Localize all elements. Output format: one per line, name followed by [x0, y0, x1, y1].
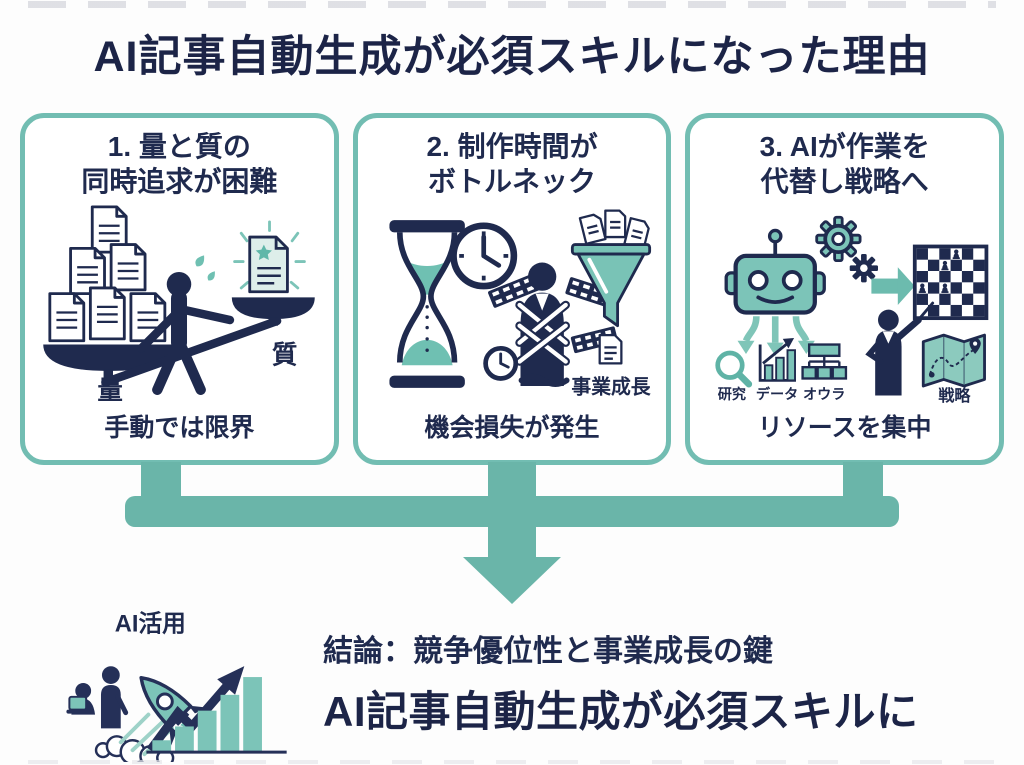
worker-at-laptop-icon: [66, 682, 96, 715]
ai-utilization-label: AI活用: [115, 611, 186, 638]
data-label: データ: [756, 386, 798, 402]
scale-right-pan-icon: [232, 297, 316, 326]
standing-person-icon: [100, 666, 129, 729]
growth-arrow-icon: [146, 666, 245, 753]
panel-2-title-line2: ボトルネック: [428, 165, 597, 197]
robot-icon: [724, 228, 826, 315]
research-label: 研究: [717, 386, 745, 402]
growth-bars-icon: [152, 677, 262, 753]
panel-2-caption: 機会損失が発生: [424, 414, 600, 442]
documents-stack-icon: [48, 205, 167, 342]
panel-2-illustration: 事業成長: [362, 199, 662, 408]
ai-strategy-illustration: 研究 データ オウラ 戦略: [715, 215, 988, 403]
panel-2-title-line1: 2. 制作時間が: [426, 131, 598, 162]
bottom-crop-marks: [28, 760, 996, 764]
gear-icon: [814, 215, 878, 283]
quality-document-icon: [233, 220, 307, 293]
org-chart-icon: [801, 343, 847, 380]
tied-person-icon: [515, 262, 570, 387]
pawn-icons: [918, 249, 960, 293]
conclusion-line2: AI記事自動生成が必須スキルに: [323, 687, 919, 735]
rocket-growth-illustration: AI活用: [66, 611, 287, 762]
balance-scale-illustration: 量 質: [43, 205, 316, 403]
panel-3-title-line2: 代替し戦略へ: [760, 165, 929, 197]
panel-3-title-line1: 3. AIが作業を: [759, 131, 930, 162]
bottleneck-illustration: 事業成長: [389, 209, 652, 398]
panel-2-title: 2. 制作時間が ボトルネック: [426, 130, 597, 199]
page-title: AI記事自動生成が必須スキルになった理由: [93, 33, 931, 81]
struggling-person-icon: [137, 271, 235, 395]
panel-quality-vs-quantity: 1. 量と質の 同時追求が困難: [20, 113, 339, 465]
arrows-down-icon: [742, 315, 810, 343]
aura-label: オウラ: [803, 386, 845, 402]
sweat-drops-icon: [195, 255, 216, 281]
map-pin-icon: [969, 337, 981, 354]
panel-3-caption: リソースを集中: [757, 414, 932, 442]
panel-1-illustration: 量 質: [29, 199, 329, 408]
reason-panels: 1. 量と質の 同時追求が困難: [20, 113, 1005, 465]
quality-label: 質: [272, 341, 297, 369]
hourglass-icon: [389, 219, 465, 388]
panel-1-caption: 手動では限界: [104, 414, 255, 442]
pointing-person-icon: [864, 301, 934, 396]
strategy-label: 戦略: [938, 386, 971, 403]
clock-icon: [450, 222, 518, 290]
chessboard-icon: [912, 244, 988, 320]
panel-3-illustration: 研究 データ オウラ 戦略: [695, 199, 995, 408]
bar-chart-icon: [758, 337, 796, 382]
panel-1-title: 1. 量と質の 同時追求が困難: [81, 130, 277, 199]
conclusion-section: AI活用: [62, 602, 1008, 762]
panel-1-title-line2: 同時追求が困難: [81, 165, 278, 197]
funnel-icon: [570, 209, 652, 365]
arrow-right-icon: [871, 266, 915, 305]
business-growth-label: 事業成長: [571, 375, 650, 398]
panel-1-title-line1: 1. 量と質の: [107, 131, 251, 162]
small-clock-icon: [483, 345, 519, 381]
panel-time-bottleneck: 2. 制作時間が ボトルネック: [352, 113, 672, 465]
panel-3-title: 3. AIが作業を 代替し戦略へ: [760, 130, 930, 199]
panel-ai-delegation: 3. AIが作業を 代替し戦略へ: [685, 113, 1005, 465]
scale-beam-icon: [101, 316, 282, 387]
map-icon: [921, 333, 986, 388]
conclusion-text: 結論：競争優位性と事業成長の鍵 AI記事自動生成が必須スキルに: [323, 626, 919, 739]
conclusion-line1: 結論：競争優位性と事業成長の鍵: [323, 634, 773, 668]
quantity-label: 量: [98, 377, 123, 403]
merge-arrow: [125, 462, 899, 604]
top-crop-marks: [28, 1, 996, 8]
magnifier-icon: [715, 350, 752, 388]
